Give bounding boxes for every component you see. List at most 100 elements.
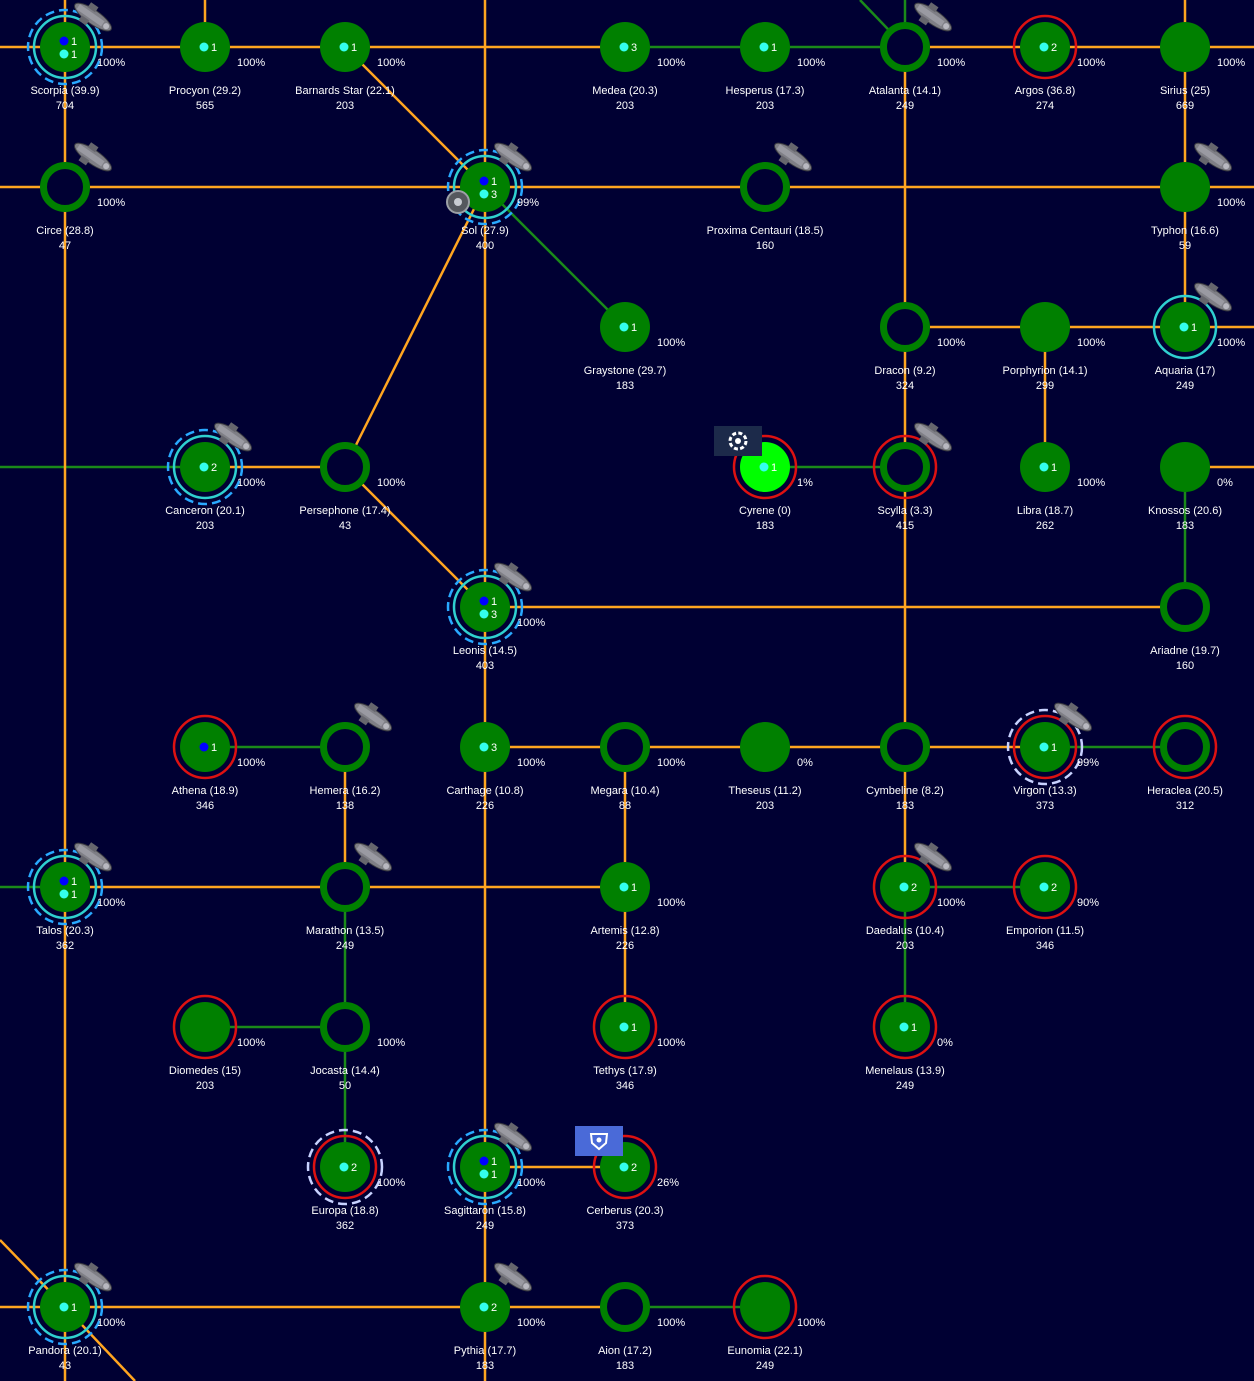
gear-icon[interactable] [714, 426, 762, 456]
cruiser-ship-icon[interactable] [909, 415, 958, 458]
cruiser-ship-icon[interactable] [1049, 695, 1098, 738]
planet-body[interactable] [1020, 302, 1070, 352]
planet-cymbeline[interactable]: Cymbeline (8.2)183 [866, 722, 944, 813]
planet-knossos[interactable]: 0%Knossos (20.6)183 [1148, 442, 1233, 532]
planet-body[interactable] [600, 1282, 650, 1332]
planet-aion[interactable]: 100%Aion (17.2)183 [598, 1282, 685, 1373]
planet-body[interactable] [320, 1002, 370, 1052]
planet-body[interactable] [740, 722, 790, 772]
cruiser-ship-icon[interactable] [69, 0, 118, 39]
planet-dracon[interactable]: 100%Dracon (9.2)324 [874, 302, 965, 393]
cruiser-ship-icon[interactable] [349, 835, 398, 878]
planet-eunomia[interactable]: 100%Eunomia (22.1)249 [727, 1274, 825, 1372]
planet-emporion[interactable]: 290%Emporion (11.5)346 [1006, 854, 1099, 952]
planet-jocasta[interactable]: 100%Jocasta (14.4)50 [310, 1002, 405, 1093]
planet-cerberus[interactable]: 226%Cerberus (20.3)373 [575, 1126, 679, 1232]
planet-body[interactable] [1160, 162, 1210, 212]
cruiser-ship-icon[interactable] [489, 555, 538, 598]
cruiser-ship-icon[interactable] [1189, 135, 1238, 178]
planet-body[interactable] [880, 442, 930, 492]
planet-hemera[interactable]: Hemera (16.2)138 [310, 695, 398, 812]
planet-typhon[interactable]: 100%Typhon (16.6)59 [1151, 135, 1245, 252]
cruiser-ship-icon[interactable] [489, 1255, 538, 1298]
planet-body[interactable] [460, 582, 510, 632]
planet-scylla[interactable]: Scylla (3.3)415 [872, 415, 958, 532]
planet-theseus[interactable]: 0%Theseus (11.2)203 [728, 722, 813, 812]
planet-body[interactable] [1160, 582, 1210, 632]
planet-body[interactable] [460, 162, 510, 212]
planet-proxima[interactable]: Proxima Centauri (18.5)160 [707, 135, 824, 252]
planet-body[interactable] [1160, 22, 1210, 72]
shield-emblem-icon[interactable] [575, 1126, 623, 1156]
planet-cyrene[interactable]: 11%Cyrene (0)183 [714, 426, 813, 532]
cruiser-ship-icon[interactable] [909, 835, 958, 878]
planet-body[interactable] [320, 862, 370, 912]
planet-body[interactable] [880, 722, 930, 772]
planet-name-text: Theseus [728, 785, 773, 797]
planet-body[interactable] [600, 722, 650, 772]
cruiser-ship-icon[interactable] [69, 1255, 118, 1298]
planet-atalanta[interactable]: 100%Atalanta (14.1)249 [869, 0, 965, 112]
planet-body[interactable] [320, 722, 370, 772]
cruiser-ship-icon[interactable] [909, 0, 958, 39]
cruiser-ship-icon[interactable] [209, 415, 258, 458]
planet-porphyrion[interactable]: 100%Porphyrion (14.1)299 [1002, 302, 1105, 392]
planet-body[interactable] [460, 1142, 510, 1192]
planet-body[interactable] [180, 1002, 230, 1052]
cruiser-ship-icon[interactable] [769, 135, 818, 178]
planet-population: (14.1) [912, 85, 941, 97]
planet-body[interactable] [740, 162, 790, 212]
planet-body[interactable] [40, 162, 90, 212]
planet-virgon[interactable]: 199%Virgon (13.3)373 [1006, 695, 1099, 812]
fleet-dot-cyan [1039, 882, 1049, 892]
cruiser-ship-icon[interactable] [489, 1115, 538, 1158]
planet-marathon[interactable]: Marathon (13.5)249 [306, 835, 397, 952]
lane-persephone-leonis [344, 466, 486, 608]
planet-megara[interactable]: 100%Megara (10.4)88 [590, 722, 685, 813]
planet-name-text: Jocasta [310, 1065, 351, 1077]
cruiser-ship-icon[interactable] [1189, 275, 1238, 318]
planet-body[interactable] [740, 1282, 790, 1332]
cruiser-ship-icon[interactable] [489, 135, 538, 178]
planet-circe[interactable]: 100%Circe (28.8)47 [36, 135, 125, 252]
planet-body[interactable] [880, 302, 930, 352]
planet-ariadne[interactable]: Ariadne (19.7)160 [1150, 582, 1220, 673]
planet-body[interactable] [1160, 442, 1210, 492]
planet-diomedes[interactable]: 100%Diomedes (15)203 [169, 994, 265, 1092]
planet-persephone[interactable]: 100%Persephone (17.4)43 [299, 442, 405, 533]
planet-body[interactable] [40, 22, 90, 72]
cruiser-ship-icon[interactable] [69, 835, 118, 878]
space-station-icon[interactable] [446, 190, 470, 214]
planet-body[interactable] [1160, 722, 1210, 772]
planet-body[interactable] [320, 442, 370, 492]
planet-heraclea[interactable]: Heraclea (20.5)312 [1147, 714, 1223, 812]
planet-menelaus[interactable]: 10%Menelaus (13.9)249 [865, 994, 953, 1092]
planet-body[interactable] [40, 862, 90, 912]
planet-body[interactable] [880, 22, 930, 72]
planet-sirius[interactable]: 100%Sirius (25)669 [1160, 22, 1245, 112]
cruiser-ship-icon[interactable] [349, 695, 398, 738]
